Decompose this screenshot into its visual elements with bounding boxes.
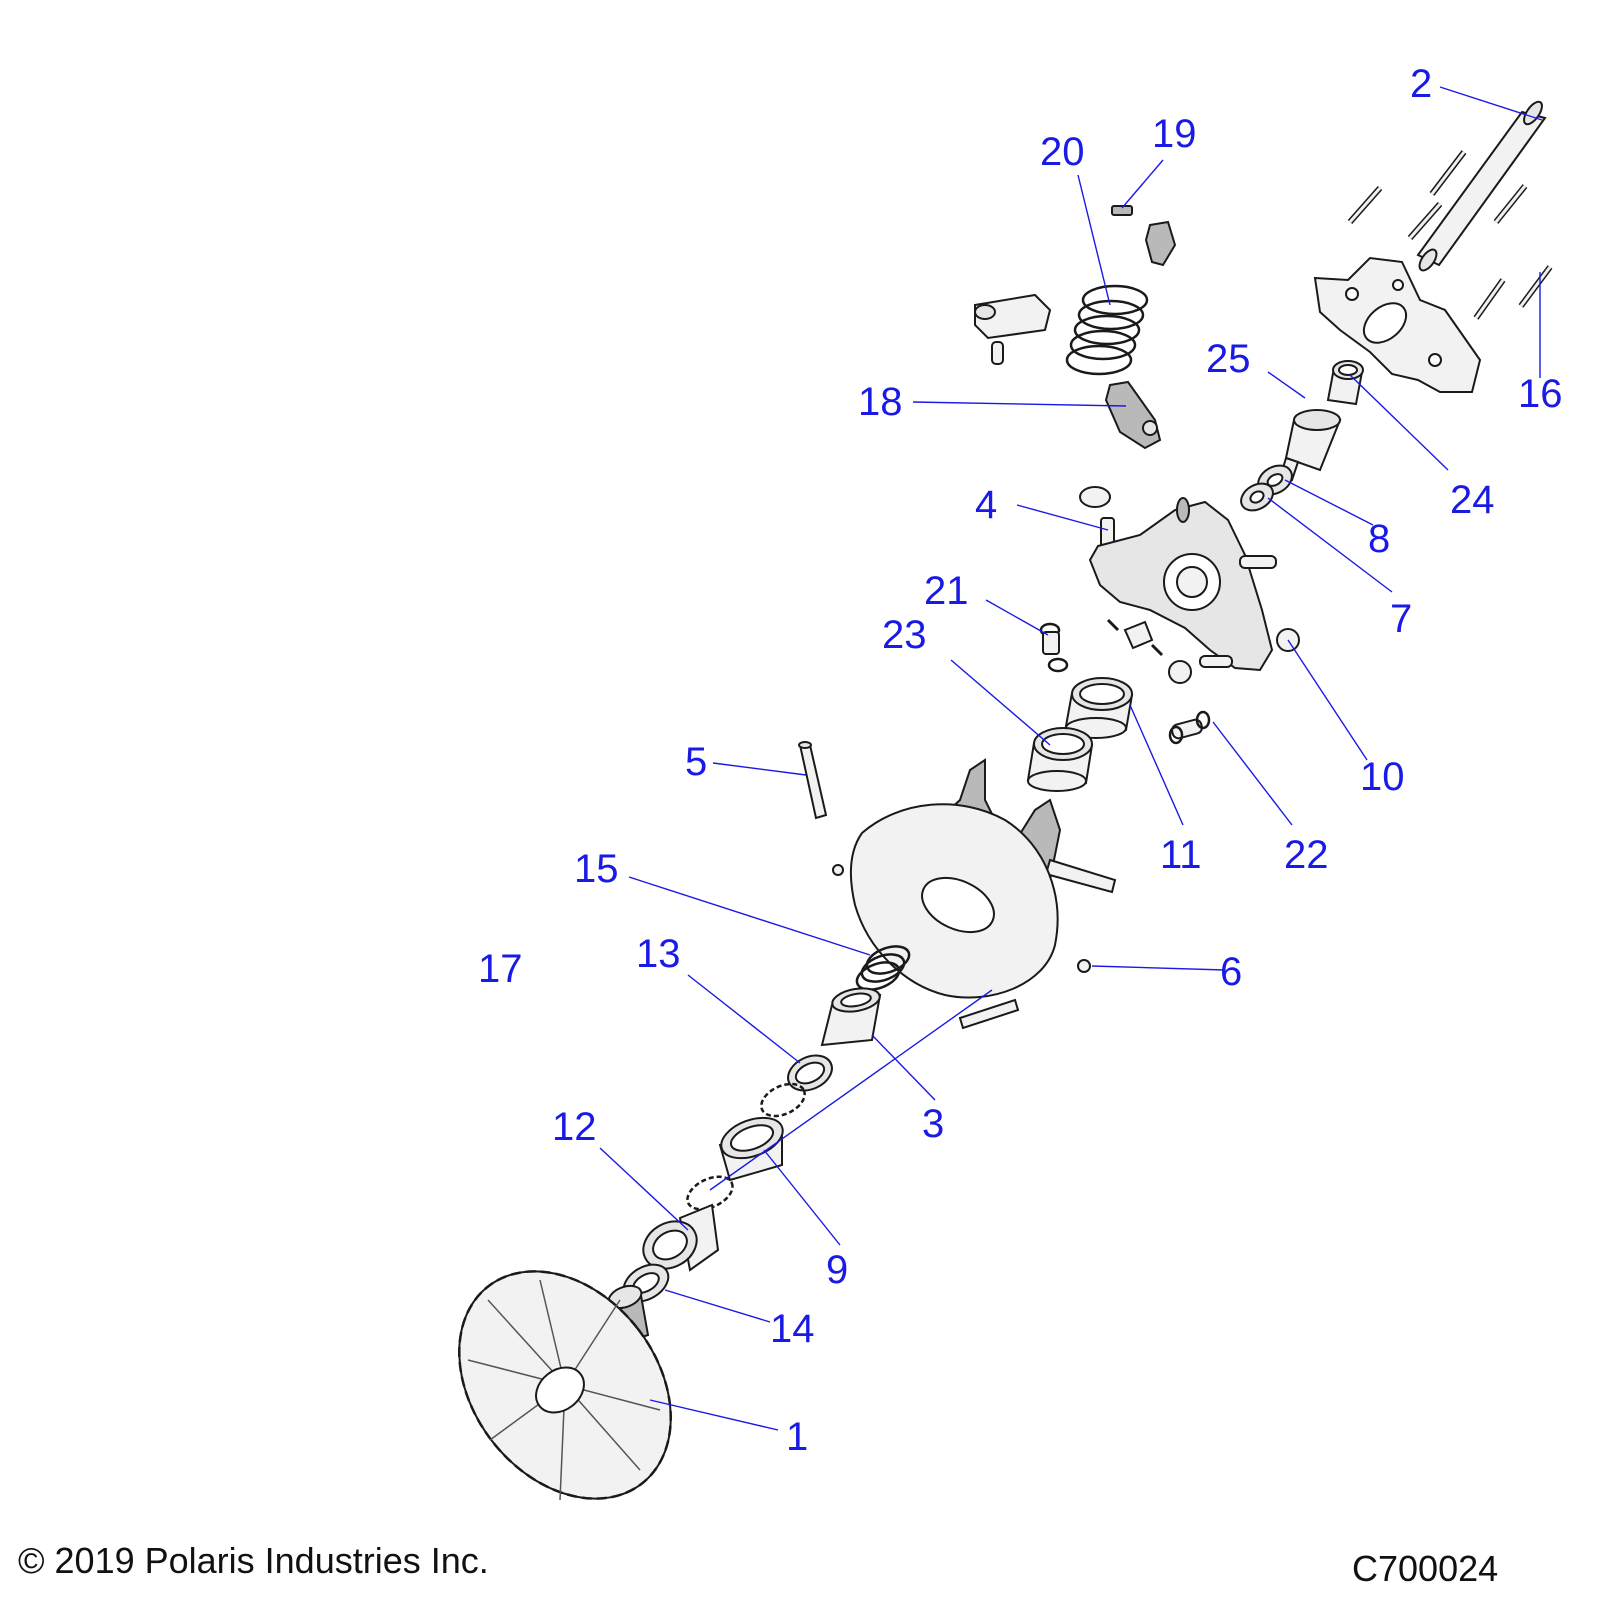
callout-17: 17 xyxy=(478,947,523,991)
callout-15: 15 xyxy=(574,847,619,891)
callout-11: 11 xyxy=(1160,833,1202,877)
callout-23: 23 xyxy=(882,613,927,657)
callout-19: 19 xyxy=(1152,112,1197,156)
callout-12: 12 xyxy=(552,1105,597,1149)
part-19-pin xyxy=(1111,205,1133,216)
part-13-washer xyxy=(787,1054,833,1092)
moveable-sheave xyxy=(832,758,1117,999)
callout-1: 1 xyxy=(786,1415,808,1459)
part-6-nut xyxy=(1077,959,1091,973)
part-11-bushing xyxy=(1064,677,1134,739)
callout-22: 22 xyxy=(1284,833,1329,877)
callout-24: 24 xyxy=(1450,478,1495,522)
part-19-weight xyxy=(1144,220,1177,267)
callout-16: 16 xyxy=(1518,372,1563,416)
part-2-bolt xyxy=(1416,100,1547,272)
part-4-pin xyxy=(1079,486,1115,549)
sheave-pin xyxy=(958,998,1020,1030)
callout-13: 13 xyxy=(636,932,681,976)
spring-ring xyxy=(760,1082,806,1118)
callout-20: 20 xyxy=(1040,130,1085,174)
leader-lines xyxy=(599,86,1543,1431)
callout-labels: 2 19 20 18 25 16 24 8 7 4 10 21 23 11 22… xyxy=(478,62,1563,1459)
part-12-cup xyxy=(642,1203,720,1272)
callout-14: 14 xyxy=(770,1307,815,1351)
callout-7: 7 xyxy=(1390,597,1412,641)
callout-10: 10 xyxy=(1360,755,1405,799)
diagram-code: C700024 xyxy=(1352,1548,1499,1589)
copyright-text: © 2019 Polaris Industries Inc. xyxy=(18,1540,489,1581)
callout-9: 9 xyxy=(826,1248,848,1292)
part-23-bushing xyxy=(1026,727,1094,792)
callout-21: 21 xyxy=(924,569,969,613)
center-rollers xyxy=(1106,618,1164,657)
roller-weight-upper xyxy=(974,293,1052,340)
part-15-clip xyxy=(855,945,911,991)
roller-pin xyxy=(991,341,1004,365)
callout-3: 3 xyxy=(922,1102,944,1146)
part-3-sleeve xyxy=(820,987,882,1047)
part-1-fixed-sheave xyxy=(458,1270,672,1501)
callout-2: 2 xyxy=(1410,62,1432,106)
part-20-spring xyxy=(1065,284,1149,376)
part-9-bushing xyxy=(718,1116,784,1182)
center-housing xyxy=(1088,497,1277,672)
callout-25: 25 xyxy=(1206,337,1251,381)
callout-4: 4 xyxy=(975,483,997,527)
callout-6: 6 xyxy=(1220,950,1242,994)
spider-plate xyxy=(1313,256,1482,393)
part-24-bushing xyxy=(1326,360,1364,406)
part-21-roller xyxy=(1039,622,1069,673)
callout-5: 5 xyxy=(685,740,707,784)
callout-8: 8 xyxy=(1368,517,1390,561)
part-22-roller xyxy=(1168,710,1211,745)
part-16-bolts xyxy=(1347,150,1553,320)
part-7-washer xyxy=(1240,482,1274,512)
part-18-weight xyxy=(1104,380,1162,450)
callout-18: 18 xyxy=(858,380,903,424)
part-17-ring xyxy=(686,1175,734,1211)
part-5-pin xyxy=(798,741,828,820)
